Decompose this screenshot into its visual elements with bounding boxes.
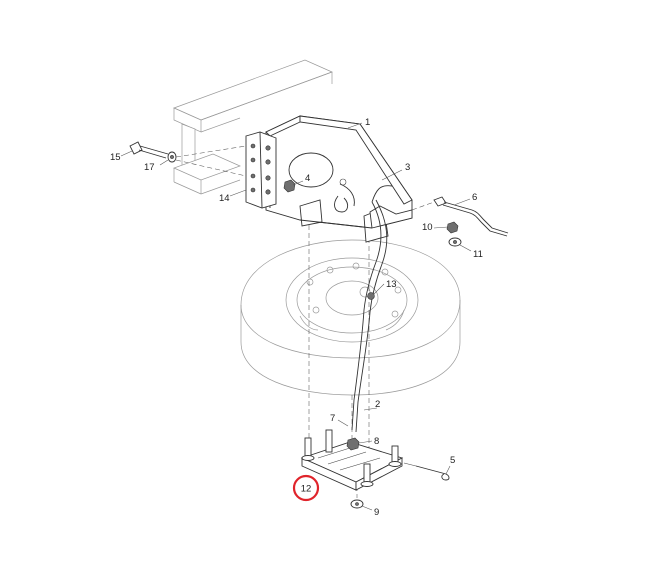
callout-14[interactable]: 14 — [219, 193, 230, 204]
highlighted-callout[interactable]: 12 — [292, 474, 320, 502]
callout-4[interactable]: 4 — [305, 173, 310, 184]
callout-15[interactable]: 15 — [110, 152, 121, 163]
callout-6[interactable]: 6 — [472, 192, 477, 203]
callout-8[interactable]: 8 — [374, 436, 379, 447]
crank-rod — [411, 196, 509, 247]
leader-lines — [120, 122, 472, 511]
highlight-ring — [292, 474, 320, 502]
tire-retainer-plate — [300, 429, 404, 509]
callout-7[interactable]: 7 — [330, 413, 335, 424]
callout-1[interactable]: 1 — [365, 117, 370, 128]
callout-11[interactable]: 11 — [473, 249, 483, 260]
callout-5[interactable]: 5 — [450, 455, 455, 466]
lowering-cable — [351, 185, 393, 433]
callout-3[interactable]: 3 — [405, 162, 410, 173]
callout-labels: 1 2 3 4 5 6 7 8 9 10 11 13 14 15 17 — [110, 117, 483, 518]
callout-12[interactable]: 12 — [301, 484, 312, 495]
callout-13[interactable]: 13 — [386, 279, 397, 290]
callout-2[interactable]: 2 — [375, 399, 380, 410]
retaining-pin — [403, 462, 450, 481]
spare-tire — [240, 239, 461, 396]
callout-9[interactable]: 9 — [374, 507, 379, 518]
mounting-plate — [245, 131, 277, 209]
nut-4 — [283, 179, 296, 193]
carrier-bracket — [265, 115, 413, 243]
frame-rail — [173, 59, 333, 195]
bolt-assembly — [129, 141, 247, 177]
callout-17[interactable]: 17 — [144, 162, 155, 173]
callout-10[interactable]: 10 — [422, 222, 433, 233]
